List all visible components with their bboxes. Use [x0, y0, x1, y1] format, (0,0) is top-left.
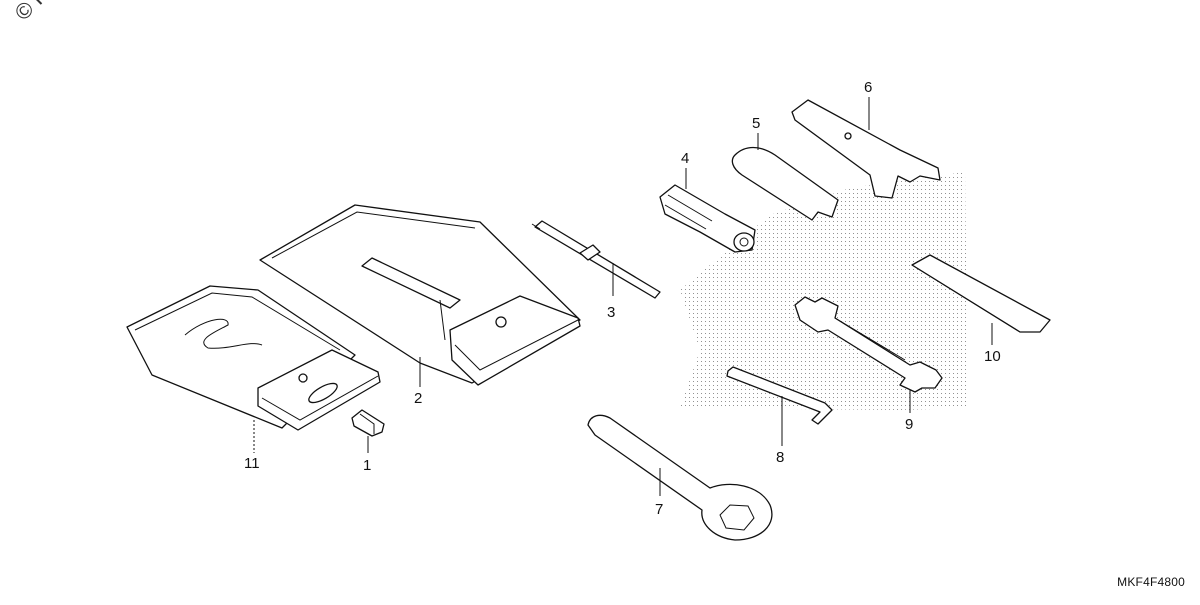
part-5-flat-spanner[interactable]	[731, 146, 839, 221]
part-7-ring-spanner[interactable]	[587, 414, 773, 541]
part-4-screwdriver-handle[interactable]	[659, 184, 756, 253]
part-9-open-end-wrench[interactable]	[794, 296, 943, 393]
part-10-handle-extension[interactable]	[911, 254, 1051, 333]
part-1-clip[interactable]	[351, 409, 385, 437]
callout-10: 10	[984, 348, 1001, 365]
part-6-hook-wrench[interactable]	[791, 99, 941, 199]
callout-11: 11	[244, 455, 260, 472]
part-2-tool-bag[interactable]	[259, 204, 581, 386]
callout-7: 7	[655, 501, 663, 518]
part-3-screwdriver-shaft[interactable]	[531, 220, 661, 299]
part-11-tool-pouch[interactable]	[126, 285, 381, 431]
callout-9: 9	[905, 416, 913, 433]
part-8-hex-key[interactable]	[726, 366, 833, 425]
diagram-code: MKF4F4800	[1117, 575, 1185, 589]
callout-5: 5	[752, 115, 760, 132]
callout-6: 6	[864, 79, 872, 96]
callout-2: 2	[414, 390, 422, 407]
callout-8: 8	[776, 449, 784, 466]
callout-3: 3	[607, 304, 615, 321]
callout-4: 4	[681, 150, 689, 167]
callout-1: 1	[363, 457, 371, 474]
